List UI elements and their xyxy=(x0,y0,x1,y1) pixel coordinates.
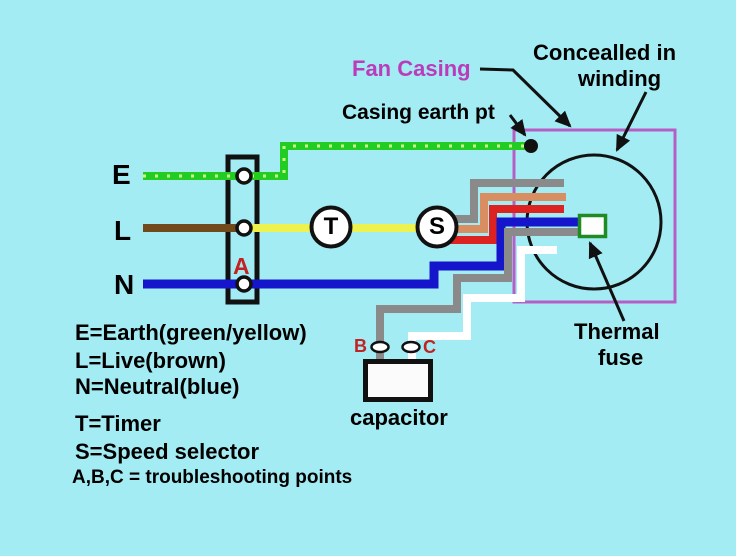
thermal-fuse-box xyxy=(577,213,608,239)
terminal-l xyxy=(235,219,253,237)
speed-wire-orange xyxy=(450,193,566,233)
earth-wire xyxy=(143,142,526,180)
fan-casing-box xyxy=(512,128,677,304)
capacitor-title: capacitor xyxy=(350,405,448,430)
fan-casing-title: Fan Casing xyxy=(352,56,471,81)
legend-speed-selector: S=Speed selector xyxy=(75,439,260,464)
neutral-label: N xyxy=(114,269,135,300)
point-c-label: C xyxy=(423,337,436,357)
winding-arrow xyxy=(615,91,648,152)
winding-title: winding xyxy=(578,66,662,91)
neutral-wire xyxy=(143,217,578,289)
fan-casing-arrow xyxy=(479,67,572,128)
legend-neutral: N=Neutral(blue) xyxy=(75,374,240,399)
capacitor-terminal-c xyxy=(401,340,421,354)
speed-wire-gray xyxy=(450,179,564,223)
capacitor-wire-white xyxy=(408,246,557,359)
speed-selector-label: S xyxy=(428,213,445,240)
capacitor-box xyxy=(363,359,433,402)
fuse-title: fuse xyxy=(598,345,644,370)
thermal-fuse-arrow xyxy=(588,241,626,322)
capacitor-wire-gray xyxy=(376,228,578,359)
casing-earth-point-dot xyxy=(524,139,538,153)
casing-earth-pt-title: Casing earth pt xyxy=(342,101,495,124)
legend-troubleshooting-points: A,B,C = troubleshooting points xyxy=(72,467,353,488)
point-a-label: A xyxy=(233,253,250,279)
timer-label: T xyxy=(323,213,339,240)
legend-live: L=Live(brown) xyxy=(75,348,226,373)
timer-circle xyxy=(309,205,353,249)
legend-earth: E=Earth(green/yellow) xyxy=(75,320,307,345)
earth-label: E xyxy=(112,159,131,190)
concealed-in-title: Concealled in xyxy=(533,40,677,65)
thermal-title: Thermal xyxy=(574,319,660,344)
earth-wire-dashes xyxy=(143,144,526,178)
legend-timer: T=Timer xyxy=(75,411,161,436)
terminal-n xyxy=(235,275,253,293)
speed-wire-red xyxy=(449,205,564,244)
live-label: L xyxy=(114,215,132,246)
capacitor-terminal-b xyxy=(370,340,390,354)
terminal-e xyxy=(235,167,253,185)
point-b-label: B xyxy=(354,336,367,356)
casing-earth-pt-arrow xyxy=(508,114,527,137)
speed-selector-circle xyxy=(415,205,459,249)
